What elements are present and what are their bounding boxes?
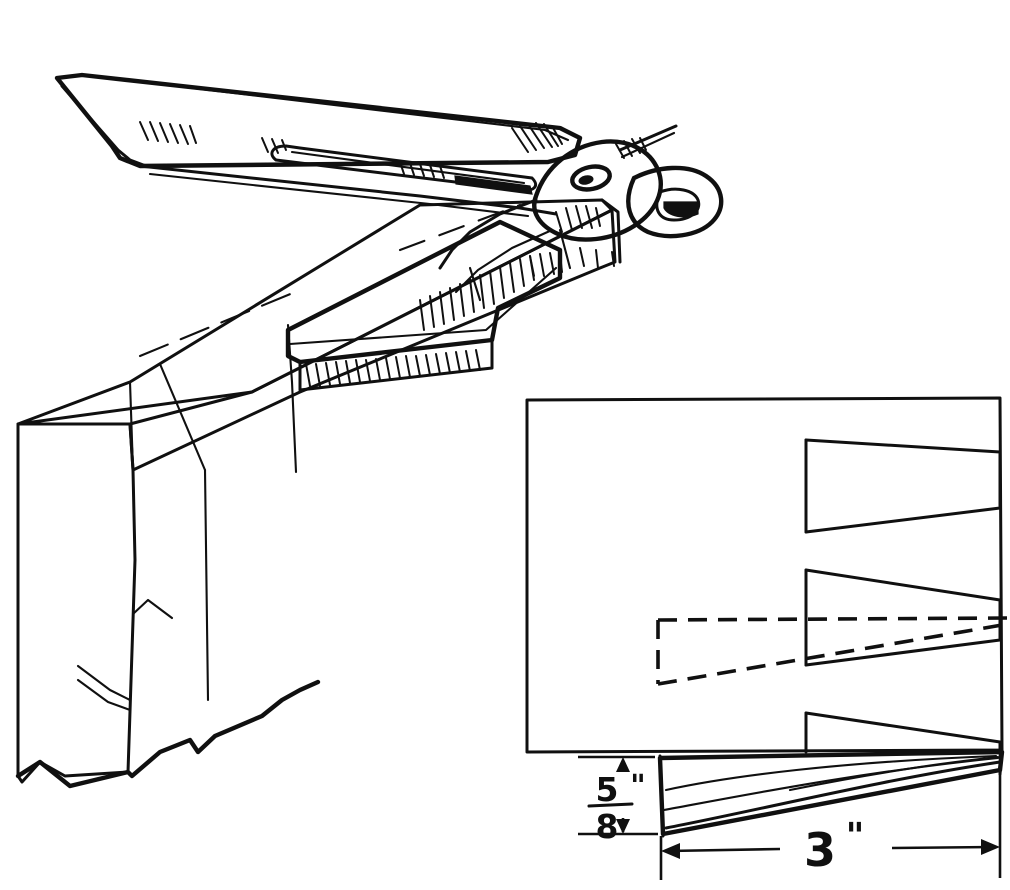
dimension-fraction-bar [587, 802, 634, 808]
five-eighths-arrow-up [616, 757, 630, 772]
edge-view-wedge [657, 748, 1005, 838]
bevel-blade-hatching [139, 121, 445, 179]
dimension-length-inch-mark: " [846, 816, 865, 857]
bevel-blade-slot-shadow [454, 175, 533, 195]
pictorial-view-group [15, 72, 724, 789]
bevel-stock-tick-marks [579, 247, 615, 269]
front-view-rectangle [525, 396, 1004, 754]
board-front-face [16, 422, 137, 784]
dimension-numerator-label: 5 [596, 770, 619, 809]
edge-view-taper-curve-4 [788, 755, 1000, 792]
hidden-taper-top-line [657, 616, 1009, 622]
five-eighths-arrow-down [616, 819, 630, 834]
bevel-pivot-screw-center [578, 175, 594, 185]
edge-view-left-wall [658, 754, 665, 838]
board-right-edge-line [468, 266, 482, 302]
board-layout-dash-1 [138, 288, 302, 358]
board-joint-line-a [158, 362, 207, 472]
dovetail-pin-top [804, 438, 1002, 534]
three-inch-dim-line-right [891, 845, 995, 850]
edge-view-taper-curve-3 [664, 760, 1002, 830]
dimension-three-inches: 3 " [659, 748, 1002, 880]
dimension-inch-mark-label: " [630, 769, 646, 804]
dimension-five-eighths: 5 8 " [578, 755, 658, 846]
bevel-blade-outline [54, 72, 583, 169]
board-far-end [600, 198, 622, 264]
three-inch-arrow-right [981, 839, 1000, 855]
bevel-wing-nut-shadow [663, 201, 699, 218]
board-grain-line-1 [126, 468, 137, 774]
bevel-lower-block-edge [298, 306, 500, 364]
bevel-lower-block-edge-2 [288, 266, 558, 346]
board-joint-line-b [203, 468, 210, 702]
dovetail-pin-bottom [804, 711, 1002, 754]
bevel-pivot-screw [570, 164, 612, 192]
dimension-denominator-label: 8 [596, 807, 619, 846]
board-joint-line-d [290, 380, 298, 474]
bevel-locking-pin [618, 124, 678, 152]
bevel-stock-body [532, 139, 663, 242]
orthographic-view-group: 5 8 " 3 " [525, 396, 1009, 880]
edge-view-taper-curve-1 [664, 754, 998, 792]
board-end-face [16, 380, 135, 472]
bevel-stock-bottom-edge [438, 198, 538, 270]
bevel-blade-thickness [60, 84, 148, 168]
board-split-mark-1 [76, 664, 132, 702]
board-broken-edge [15, 679, 321, 789]
bevel-stock-handle [438, 122, 724, 294]
three-inch-arrow-left [661, 843, 680, 859]
hidden-taper-bottom-line [657, 622, 1009, 686]
dovetail-pin-middle [804, 568, 1002, 667]
bevel-wing-nut [626, 165, 724, 239]
bevel-blade-slot-inner [290, 150, 526, 185]
bevel-blade-bottom-edge-2 [148, 172, 530, 218]
bevel-lower-block-hatching [305, 349, 481, 387]
dimension-length-label: 3 [804, 823, 836, 877]
board [15, 198, 622, 789]
board-split-mark-3 [131, 598, 174, 620]
bevel-lower-block-side-hatching [419, 255, 535, 331]
bevel-blade-edge-line [80, 73, 570, 142]
bevel-blade-lower-section [285, 219, 563, 392]
board-split-mark-2 [76, 678, 132, 712]
three-inch-dim-line-left [667, 847, 781, 853]
bevel-lower-block-face [286, 328, 494, 392]
bevel-blade [54, 72, 583, 218]
bevel-blade-bottom-edge [138, 164, 558, 216]
board-long-front-face [128, 208, 617, 472]
